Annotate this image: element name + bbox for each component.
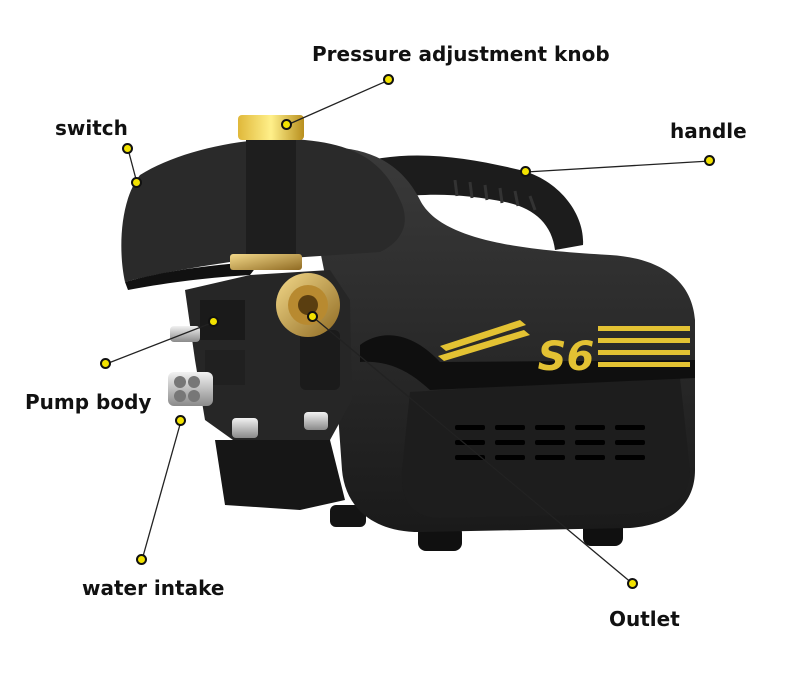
- callout-dot-pump-body: [208, 316, 219, 327]
- label-switch: switch: [55, 116, 128, 140]
- gold-stripes: [438, 320, 690, 367]
- leader-lines: [105, 79, 711, 585]
- label-pump-body: Pump body: [25, 390, 152, 414]
- callout-dot-pressure-knob-outer: [383, 74, 394, 85]
- model-badge: S6: [538, 334, 595, 380]
- callout-dot-outlet-outer: [627, 578, 638, 589]
- side-panel: [401, 378, 690, 518]
- vent-slots: [455, 425, 645, 460]
- callout-dot-pump-body-outer: [100, 358, 111, 369]
- label-outlet: Outlet: [609, 607, 680, 631]
- label-handle: handle: [670, 119, 747, 143]
- pressure-tube: [246, 138, 296, 268]
- callout-dot-water-intake: [175, 415, 186, 426]
- callout-dot-switch-outer: [122, 143, 133, 154]
- label-water-intake: water intake: [82, 576, 225, 600]
- handle-grip-ridges: [453, 179, 537, 211]
- callout-dot-water-intake-outer: [136, 554, 147, 565]
- handle-shape: [370, 155, 584, 250]
- water-intake-fitting: [168, 372, 213, 406]
- callout-dot-handle-outer: [704, 155, 715, 166]
- callout-dot-pressure-knob: [281, 119, 292, 130]
- label-pressure-adjustment-knob: Pressure adjustment knob: [312, 42, 610, 66]
- callout-dot-handle: [520, 166, 531, 177]
- callout-dot-switch: [131, 177, 142, 188]
- callout-dot-outlet: [307, 311, 318, 322]
- pressure-knob-cap: [238, 115, 304, 140]
